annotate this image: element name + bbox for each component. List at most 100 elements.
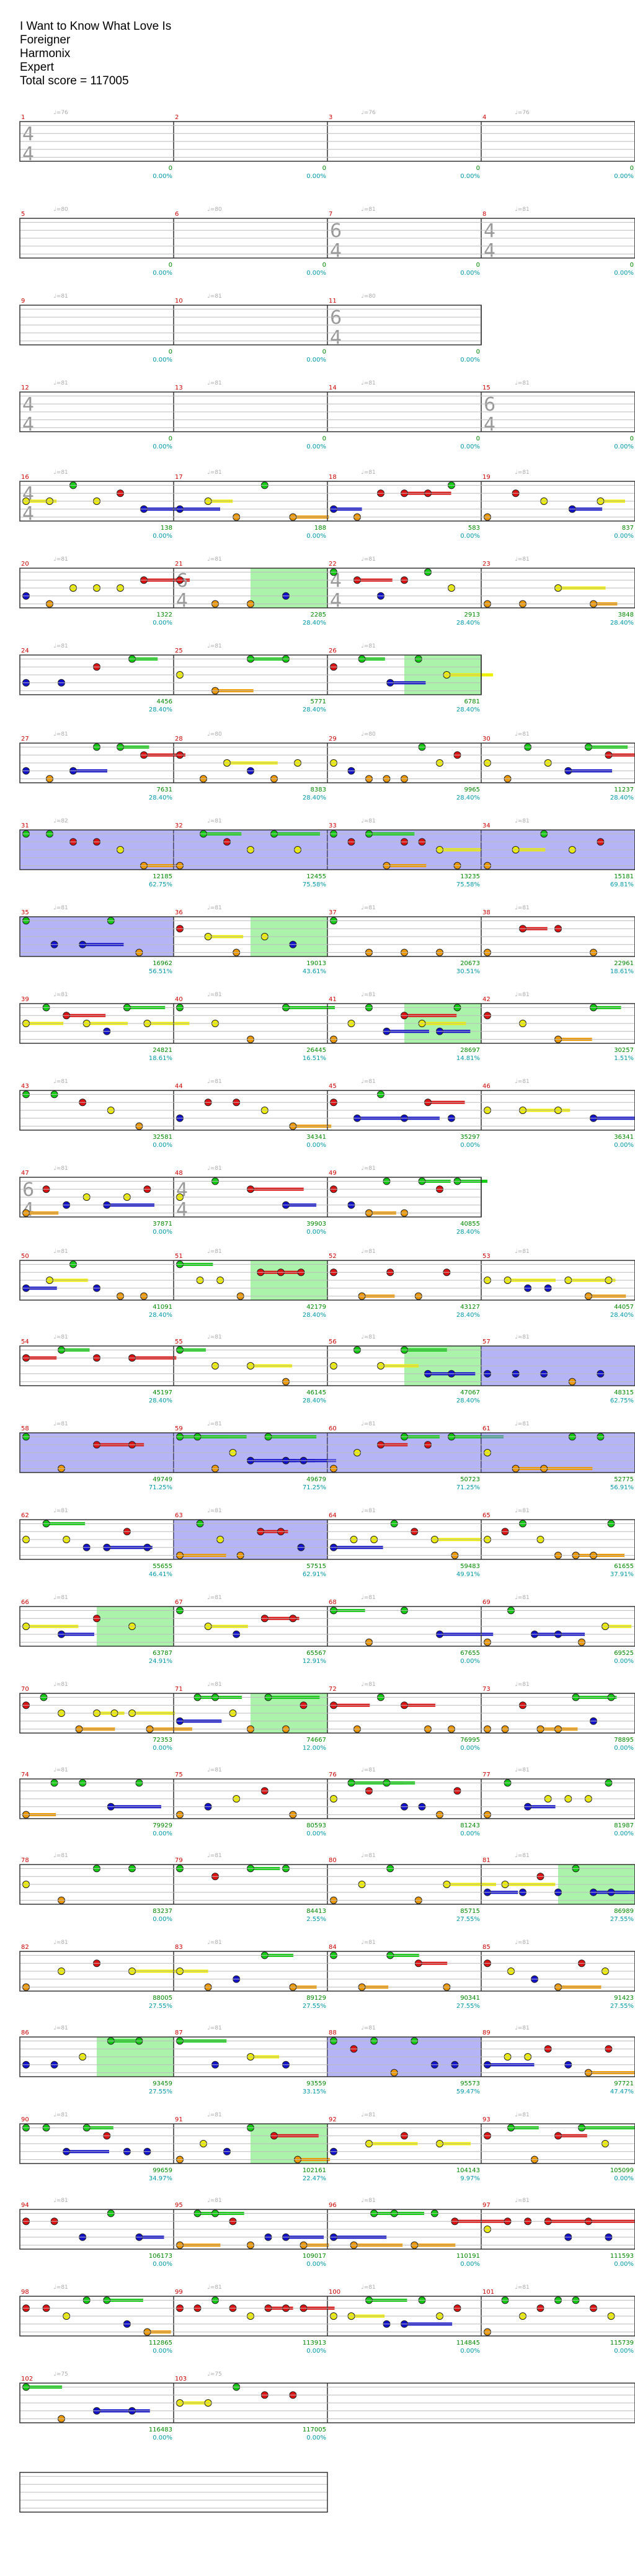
- staff-row: [19, 2472, 328, 2513]
- measure-sp-percent: 56.91%: [610, 1484, 634, 1491]
- measure-number: 74: [21, 1772, 29, 1778]
- measure-score: 116483: [149, 2427, 172, 2433]
- staff-row: [19, 1778, 635, 1819]
- measure-score: 40855: [460, 1221, 480, 1228]
- measure-score: 112865: [149, 2340, 172, 2346]
- measure-score: 99659: [153, 2167, 172, 2174]
- tempo-marking: ♩=81: [515, 1334, 530, 1340]
- measure-sp-percent: 0.00%: [614, 1745, 634, 1752]
- staff-row: [19, 568, 635, 608]
- measure-number: 3: [329, 114, 332, 121]
- tempo-marking: ♩=81: [515, 2112, 530, 2118]
- measure-sp-percent: 0.00%: [153, 1745, 172, 1752]
- measure-score: 57515: [306, 1563, 326, 1570]
- measure-score: 78895: [614, 1737, 634, 1744]
- measure-score: 88005: [153, 1995, 172, 2002]
- measure-score: 79929: [153, 1822, 172, 1829]
- song-artist: Foreigner: [20, 33, 71, 47]
- measure-sp-percent: 27.55%: [149, 2088, 172, 2095]
- measure-score: 97721: [614, 2080, 634, 2087]
- measure-score: 46145: [306, 1389, 326, 1396]
- tempo-marking: ♩=82: [54, 818, 68, 824]
- measure-number: 54: [21, 1339, 29, 1345]
- tempo-marking: ♩=81: [362, 2112, 376, 2118]
- tempo-marking: ♩=81: [515, 470, 530, 476]
- measure-sp-percent: 0.00%: [614, 1658, 634, 1665]
- tempo-marking: ♩=81: [208, 1767, 222, 1773]
- measure-number: 52: [329, 1253, 337, 1260]
- tempo-marking: ♩=81: [208, 1595, 222, 1601]
- tempo-marking: ♩=81: [515, 905, 530, 911]
- tempo-marking: ♩=81: [208, 1682, 222, 1688]
- staff-row: [19, 1090, 635, 1131]
- tempo-marking: ♩=81: [208, 2198, 222, 2204]
- tempo-marking: ♩=81: [362, 1421, 376, 1427]
- measure-sp-percent: 47.47%: [610, 2088, 634, 2095]
- measure-number: 98: [21, 2289, 29, 2296]
- tempo-marking: ♩=81: [515, 2284, 530, 2291]
- measure-score: 2285: [311, 612, 326, 618]
- measure-sp-percent: 0.00%: [306, 2435, 326, 2441]
- measure-number: 89: [482, 2030, 491, 2036]
- measure-number: 66: [21, 1599, 29, 1606]
- measure-score: 109017: [303, 2253, 326, 2260]
- tempo-marking: ♩=81: [54, 1165, 68, 1172]
- measure-score: 0: [169, 165, 172, 172]
- measure-number: 86: [21, 2030, 29, 2036]
- measure-score: 113913: [303, 2340, 326, 2346]
- tempo-marking: ♩=81: [515, 1508, 530, 1514]
- measure-score: 4456: [157, 698, 172, 705]
- tempo-marking: ♩=81: [515, 380, 530, 386]
- measure-number: 1: [21, 114, 25, 121]
- measure-sp-percent: 71.25%: [149, 1484, 172, 1491]
- measure-sp-percent: 28.40%: [303, 1397, 326, 1404]
- tempo-marking: ♩=81: [362, 1940, 376, 1946]
- measure-sp-percent: 0.00%: [460, 357, 480, 363]
- measure-sp-percent: 43.61%: [303, 968, 326, 975]
- measure-sp-percent: 0.00%: [153, 1830, 172, 1837]
- measure-score: 1322: [157, 612, 172, 618]
- measure-sp-percent: 0.00%: [153, 2348, 172, 2355]
- measure-score: 93559: [306, 2080, 326, 2087]
- measure-number: 92: [329, 2116, 337, 2123]
- measure-score: 0: [476, 435, 480, 442]
- tempo-marking: ♩=81: [515, 2025, 530, 2031]
- tempo-marking: ♩=76: [515, 110, 530, 116]
- measure-sp-percent: 0.00%: [306, 443, 326, 450]
- measure-sp-percent: 0.00%: [306, 1830, 326, 1837]
- measure-number: 87: [175, 2030, 183, 2036]
- measure-sp-percent: 28.40%: [610, 620, 634, 626]
- tempo-marking: ♩=81: [362, 2198, 376, 2204]
- measure-number: 46: [482, 1083, 491, 1090]
- measure-number: 16: [21, 474, 29, 481]
- staff-row: [19, 481, 635, 522]
- measure-score: 5771: [311, 698, 326, 705]
- measure-score: 81987: [614, 1822, 634, 1829]
- measure-score: 0: [630, 262, 634, 269]
- measure-number: 82: [21, 1944, 29, 1951]
- staff-row: [19, 2209, 635, 2250]
- measure-number: 67: [175, 1599, 183, 1606]
- measure-number: 59: [175, 1425, 183, 1432]
- measure-number: 62: [21, 1512, 29, 1519]
- measure-number: 51: [175, 1253, 183, 1260]
- measure-score: 105099: [610, 2167, 634, 2174]
- tempo-marking: ♩=81: [54, 1079, 68, 1085]
- measure-sp-percent: 0.00%: [153, 533, 172, 540]
- measure-score: 13235: [460, 873, 480, 880]
- measure-number: 4: [482, 114, 486, 121]
- time-signature-top: 4: [484, 220, 495, 242]
- measure-score: 0: [169, 262, 172, 269]
- staff-row: [19, 391, 635, 432]
- measure-sp-percent: 27.55%: [610, 2003, 634, 2010]
- measure-sp-percent: 14.81%: [456, 1055, 480, 1062]
- measure-number: 20: [21, 561, 29, 568]
- tempo-marking: ♩=75: [208, 2371, 222, 2378]
- measure-sp-percent: 9.97%: [460, 2175, 480, 2182]
- measure-sp-percent: 0.00%: [460, 1658, 480, 1665]
- tempo-marking: ♩=81: [362, 1595, 376, 1601]
- measure-number: 34: [482, 822, 491, 829]
- measure-sp-percent: 0.00%: [153, 173, 172, 180]
- tempo-marking: ♩=81: [362, 1079, 376, 1085]
